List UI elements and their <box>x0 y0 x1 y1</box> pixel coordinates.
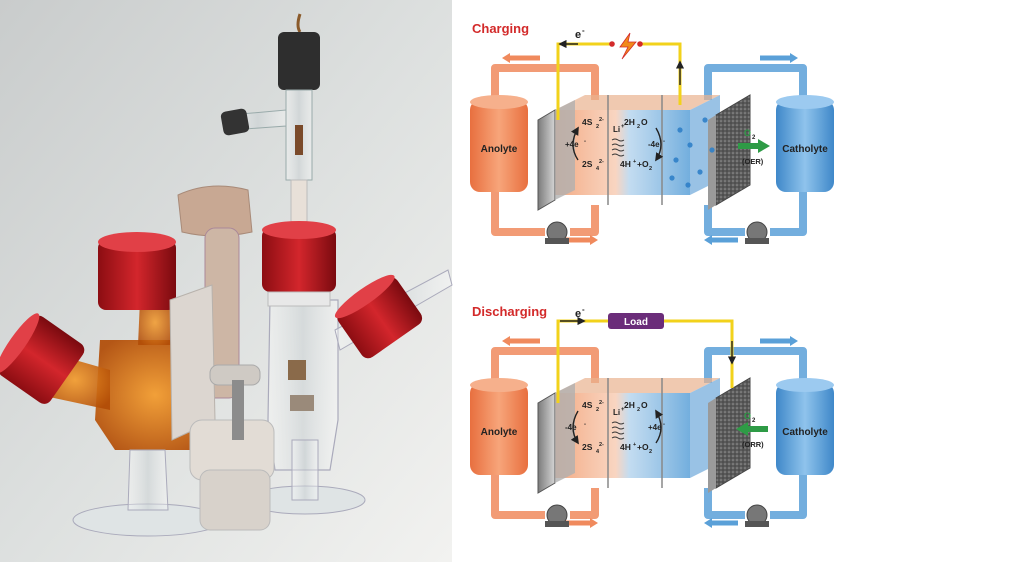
terminal-right <box>637 41 643 47</box>
superscript: 2 <box>649 166 652 172</box>
terminal-left <box>609 41 615 47</box>
superscript: 2- <box>599 400 604 406</box>
oxygen-bubble <box>697 169 702 174</box>
lithium-ion-label: Li <box>613 125 620 134</box>
flow-arrow-anolyte-in-head <box>590 235 598 245</box>
gas-arrow-head <box>758 139 770 153</box>
anolyte-tank-top <box>470 95 528 109</box>
left-reaction-top: 4S <box>582 400 593 410</box>
oxygen-bubble <box>709 147 714 152</box>
oxygen-suffix: +O <box>637 159 649 169</box>
superscript: 2- <box>599 117 604 123</box>
charging-diagram: ChargingAnolyteCatholytee-4S22-+4e-2S42-… <box>470 21 834 245</box>
catholyte-tank-top <box>776 95 834 109</box>
cathode-plate-edge <box>708 115 716 210</box>
superscript: + <box>633 442 636 448</box>
section-title: Discharging <box>472 304 547 319</box>
left-reaction-electrons: -4e <box>565 423 577 432</box>
black-cap <box>278 32 320 90</box>
catholyte-pipe-return <box>708 488 745 515</box>
flow-arrow-catholyte-in-head <box>704 518 712 528</box>
superscript: - <box>584 139 586 145</box>
right-reaction-bottom: 4H <box>620 442 631 452</box>
anolyte-tank-top <box>470 378 528 392</box>
right-reaction-top: 2H <box>624 400 635 410</box>
catholyte-pipe-return <box>708 205 745 232</box>
anolyte-pump-base <box>545 238 569 244</box>
cell-front <box>555 393 690 478</box>
cell-front <box>555 110 690 195</box>
catholyte-label: Catholyte <box>782 144 828 155</box>
superscript: - <box>584 422 586 428</box>
anode-plate <box>538 393 555 493</box>
right-reaction-electrons: -4e <box>648 140 660 149</box>
superscript: - <box>663 422 665 428</box>
anode-plate <box>538 110 555 210</box>
catholyte-pipe-bottom <box>770 190 803 232</box>
catholyte-label: Catholyte <box>782 427 828 438</box>
electron-charge: - <box>582 305 585 314</box>
superscript: 2 <box>596 407 599 413</box>
anolyte-label: Anolyte <box>481 144 518 155</box>
load-label: Load <box>624 317 648 328</box>
gas-reaction-label: (OER) <box>742 157 764 166</box>
flow-arrow-catholyte-out-head <box>790 53 798 63</box>
oxygen-suffix: +O <box>637 442 649 452</box>
lithium-ion-label: Li <box>613 408 620 417</box>
electron-label: e <box>575 29 581 41</box>
superscript: 2 <box>637 407 640 413</box>
superscript: 2- <box>599 442 604 448</box>
catholyte-pump-base <box>745 521 769 527</box>
anolyte-pump-base <box>545 521 569 527</box>
gas-subscript: 2 <box>752 135 756 141</box>
flow-arrow-anolyte-in-head <box>590 518 598 528</box>
catholyte-tank-top <box>776 378 834 392</box>
left-reaction-bottom: 2S <box>582 442 593 452</box>
catholyte-pipe-bottom <box>770 473 803 515</box>
oxygen-bubble <box>702 117 707 122</box>
left-reaction-top: 4S <box>582 117 593 127</box>
flow-arrow-catholyte-in-head <box>704 235 712 245</box>
oxygen-bubble <box>673 157 678 162</box>
photo-panel <box>0 0 452 562</box>
catholyte-pump-base <box>745 238 769 244</box>
left-reaction-bottom: 2S <box>582 159 593 169</box>
anolyte-pipe-return <box>570 488 595 515</box>
oxygen-bubble <box>669 175 674 180</box>
superscript: 2 <box>637 124 640 130</box>
right-reaction-top: 2H <box>624 117 635 127</box>
superscript: + <box>633 159 636 165</box>
section-title: Charging <box>472 21 529 36</box>
gas-label: O <box>744 411 751 421</box>
flow-arrow-catholyte-out-head <box>790 336 798 346</box>
superscript: - <box>663 139 665 145</box>
gas-subscript: 2 <box>752 418 756 424</box>
water-o: O <box>641 400 648 410</box>
superscript: 2 <box>649 449 652 455</box>
oxygen-bubble <box>687 142 692 147</box>
gas-label: O <box>744 128 751 138</box>
lightning-icon <box>620 33 636 59</box>
left-reaction-electrons: +4e <box>565 140 579 149</box>
red-cap-right-top <box>262 221 336 306</box>
superscript: 2- <box>599 159 604 165</box>
oxygen-bubble <box>677 127 682 132</box>
right-reaction-bottom: 4H <box>620 159 631 169</box>
oxygen-bubble <box>685 182 690 187</box>
red-cap-left-top <box>98 232 176 310</box>
gas-reaction-label: (ORR) <box>742 440 764 449</box>
electron-label: e <box>575 308 581 320</box>
flow-arrow-anolyte-out-head <box>502 53 510 63</box>
water-o: O <box>641 117 648 127</box>
cathode-plate <box>716 95 750 205</box>
cathode-plate-edge <box>708 398 716 493</box>
flow-arrow-anolyte-out-head <box>502 336 510 346</box>
right-reaction-electrons: +4e <box>648 423 662 432</box>
electron-charge: - <box>582 26 585 35</box>
anolyte-label: Anolyte <box>481 427 518 438</box>
anolyte-pipe-return <box>570 205 595 232</box>
superscript: 2 <box>596 124 599 130</box>
